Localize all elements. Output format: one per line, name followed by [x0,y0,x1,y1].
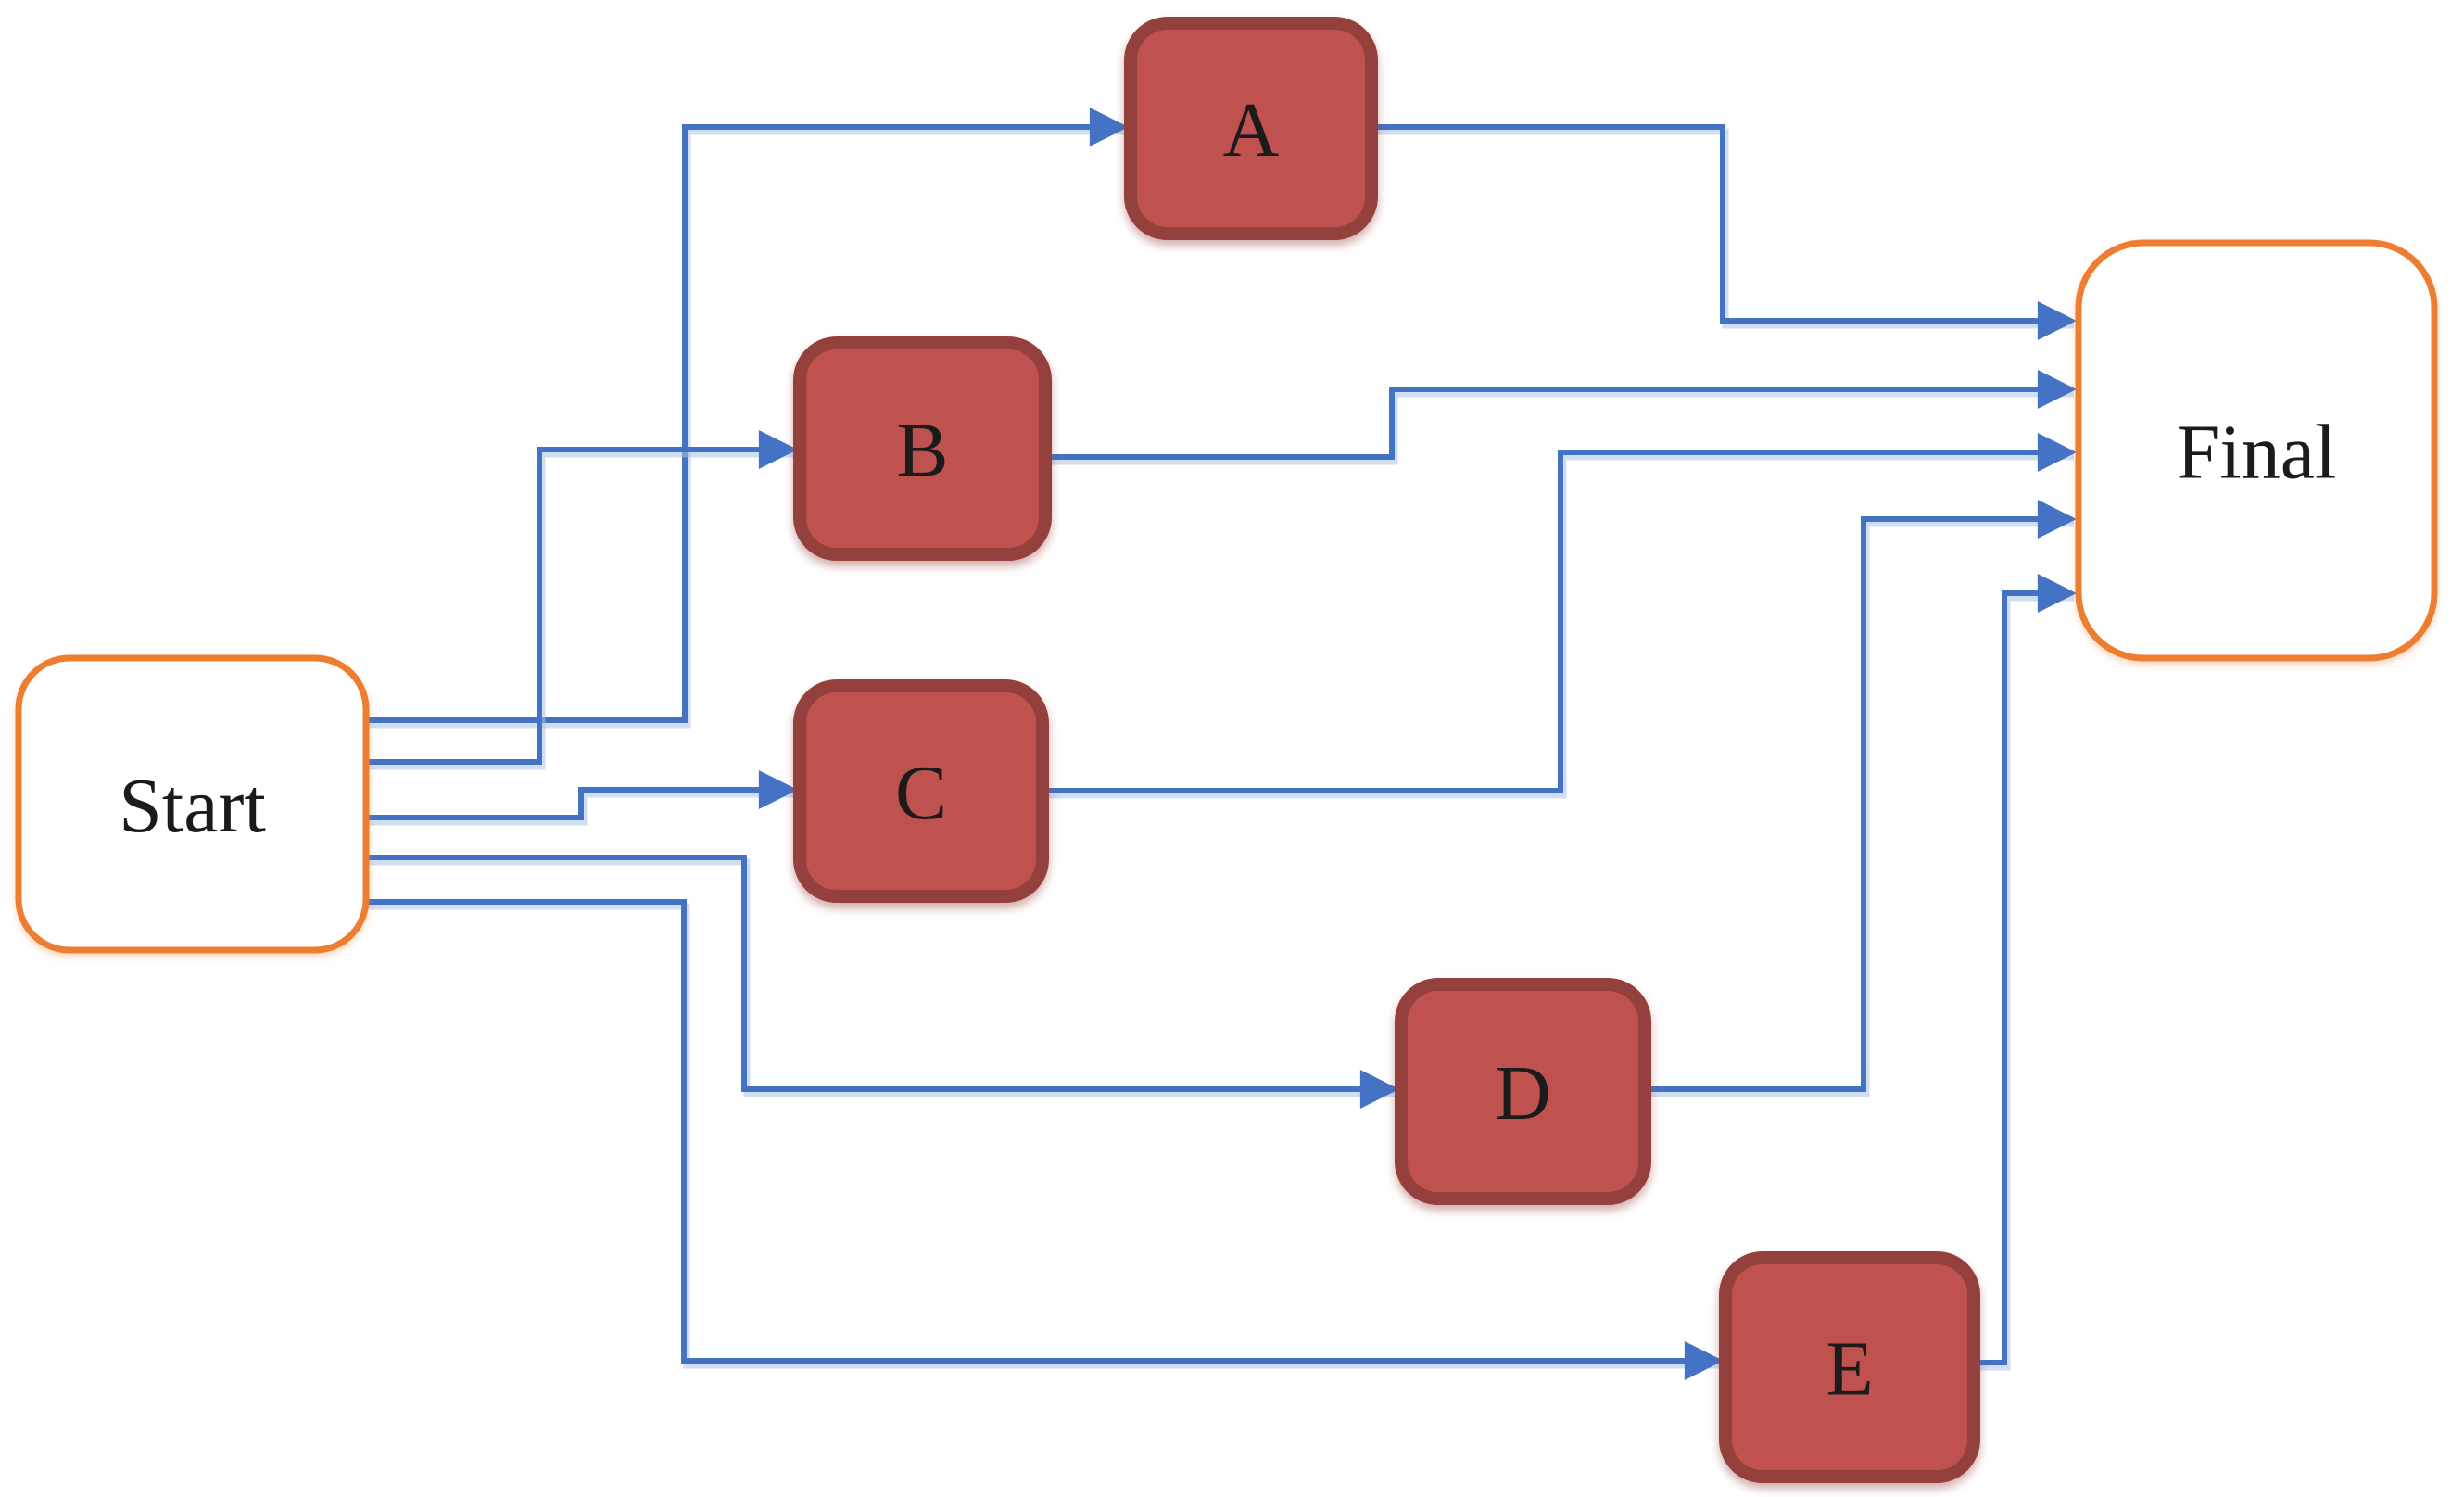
edges-layer [363,108,2077,1380]
edge-start-c [363,770,798,820]
edge-e-final-halo [1977,594,2074,1371]
edge-start-b [363,430,798,765]
node-a: A [1124,17,1378,240]
node-b-label: B [896,407,948,493]
edge-start-a [363,108,1129,723]
node-final: Final [2075,239,2438,662]
edge-start-d [363,855,1399,1109]
node-c-label: C [895,750,947,836]
node-e-shape [1719,1251,1980,1483]
node-start-label: Start [119,763,266,849]
node-d-shape [1395,978,1651,1205]
node-d: D [1395,978,1651,1205]
edge-e-final [1974,574,2077,1365]
edge-start-e [363,899,1724,1380]
node-a-label: A [1223,87,1280,173]
node-e: E [1719,1251,1980,1483]
edge-a-final [1371,124,2077,340]
node-a-shape [1124,17,1378,240]
node-d-label: D [1495,1050,1551,1136]
node-final-label: Final [2177,409,2337,495]
edge-d-final [1645,500,2077,1092]
node-c: C [793,679,1049,903]
node-c-shape [793,679,1049,903]
node-final-shape [2075,239,2438,662]
nodes-layer: Start A B C D E Final [15,17,2438,1483]
edge-b-final [1045,370,2077,460]
edge-c-final [1042,433,2077,793]
node-e-label: E [1826,1326,1873,1412]
node-b: B [793,336,1052,561]
node-b-shape [793,336,1052,561]
node-start-shape [15,654,370,954]
node-start: Start [15,654,370,954]
